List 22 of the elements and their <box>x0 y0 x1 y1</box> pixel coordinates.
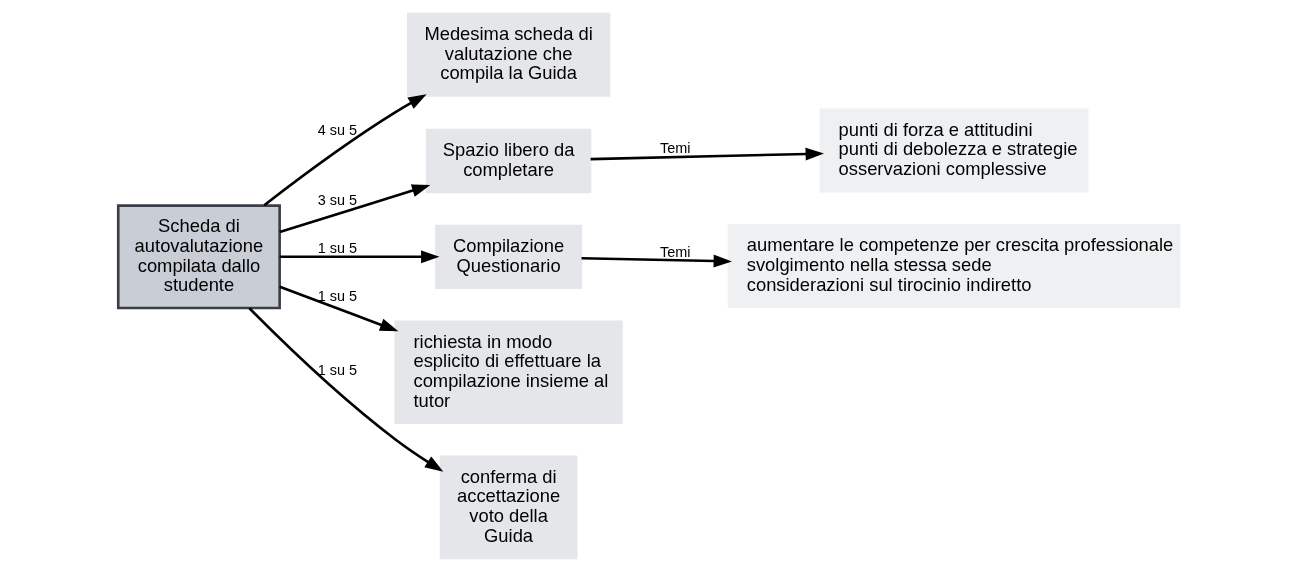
arrow <box>279 250 439 264</box>
node-box: Spazio libero da completare <box>425 128 591 194</box>
node-box: conferma di accettazione voto della Guida <box>439 455 577 560</box>
edge-label: 1 su 5 <box>317 288 357 305</box>
node-box: Scheda di autovalutazione compilata dallo studente <box>116 204 281 310</box>
node-box: Compilazione Questionario <box>434 224 582 289</box>
arrow <box>247 307 443 472</box>
edge-label: 1 su 5 <box>317 361 357 378</box>
edge-label: 3 su 5 <box>317 192 357 209</box>
edge-label: 4 su 5 <box>317 121 357 138</box>
edge-label: 1 su 5 <box>317 239 357 256</box>
node-box: punti di forza e attitudini punti di debolezza e strategie osservazioni complessive <box>819 108 1089 193</box>
arrow <box>262 94 427 207</box>
edge-label: Temi <box>659 243 690 260</box>
arrow <box>278 285 398 332</box>
node-box: richiesta in modo esplicito di effettuare la compilazione insieme al tutor <box>393 320 623 425</box>
node-box: aumentare le competenze per crescita professionale svolgimento nella stessa sede considerazioni sul tirocinio indiretto <box>727 224 1180 308</box>
arrow <box>278 184 430 234</box>
arrow <box>590 147 824 161</box>
node-box: Medesima scheda di valutazione che compila la Guida <box>406 12 610 97</box>
edge-label: Temi <box>659 139 690 156</box>
arrow <box>581 254 732 268</box>
